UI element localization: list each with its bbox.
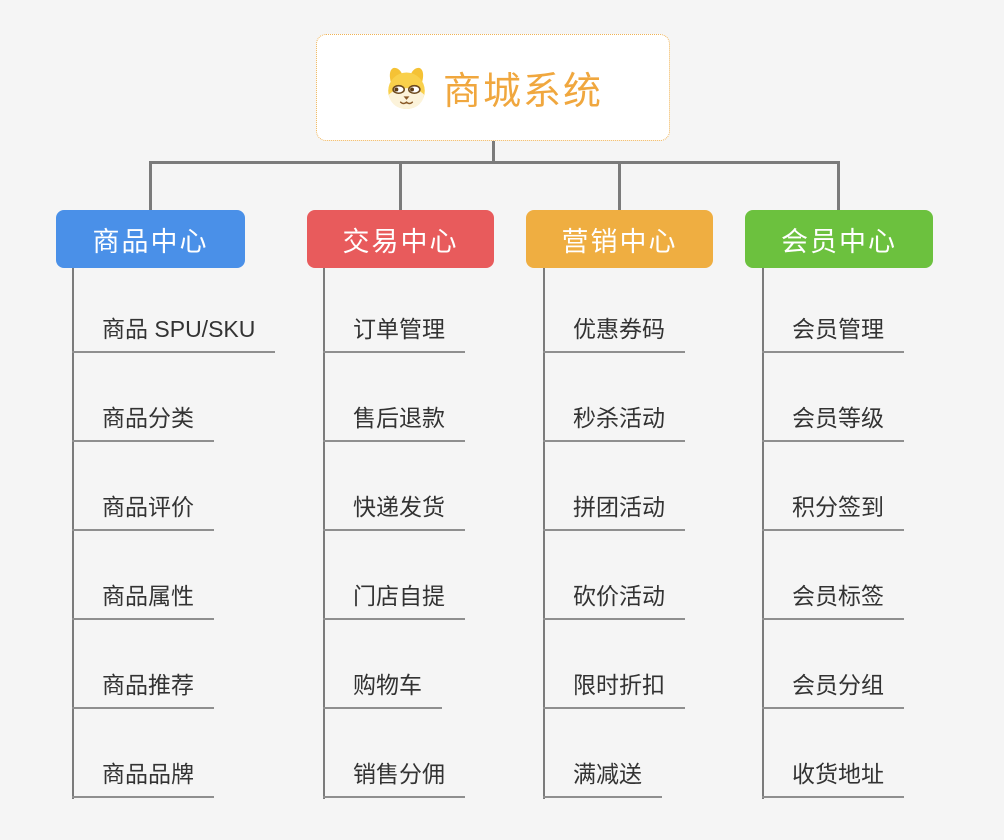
mindmap-leaf[interactable]: 商品分类	[72, 404, 214, 442]
branch-spine	[543, 267, 545, 799]
branch-label: 交易中心	[342, 226, 459, 257]
branch-label: 会员中心	[781, 226, 897, 257]
branch-label: 商品中心	[92, 226, 209, 257]
branch-trade-center[interactable]: 交易中心	[307, 210, 494, 268]
mindmap-leaf[interactable]: 商品推荐	[72, 671, 214, 709]
connector-line	[492, 141, 495, 163]
mindmap-leaf[interactable]: 会员管理	[762, 315, 904, 353]
mindmap-leaf[interactable]: 购物车	[323, 671, 442, 709]
dog-face-icon	[383, 64, 430, 111]
mindmap-leaf[interactable]: 限时折扣	[543, 671, 685, 709]
mindmap-leaf[interactable]: 优惠券码	[543, 315, 685, 353]
connector-line	[837, 161, 840, 212]
mindmap-leaf[interactable]: 商品属性	[72, 582, 214, 620]
branch-spine	[762, 267, 764, 799]
mindmap-leaf[interactable]: 商品品牌	[72, 760, 214, 798]
branch-label: 营销中心	[561, 226, 678, 257]
branch-member-center[interactable]: 会员中心	[745, 210, 933, 268]
mindmap-leaf[interactable]: 快递发货	[323, 493, 465, 531]
mindmap-leaf[interactable]: 收货地址	[762, 760, 904, 798]
mindmap-leaf[interactable]: 会员分组	[762, 671, 904, 709]
branch-spine	[323, 267, 325, 799]
branch-marketing-center[interactable]: 营销中心	[526, 210, 713, 268]
connector-line	[149, 161, 152, 212]
mindmap-leaf[interactable]: 会员标签	[762, 582, 904, 620]
mindmap-leaf[interactable]: 会员等级	[762, 404, 904, 442]
branch-spine	[72, 267, 74, 799]
connector-line	[399, 161, 402, 212]
mindmap-leaf[interactable]: 商品评价	[72, 493, 214, 531]
mindmap-leaf[interactable]: 门店自提	[323, 582, 465, 620]
root-title: 商城系统	[442, 71, 603, 113]
mindmap-leaf[interactable]: 售后退款	[323, 404, 465, 442]
connector-line	[618, 161, 621, 212]
connector-line	[149, 161, 840, 164]
root-node[interactable]: 商城系统	[316, 34, 670, 141]
mindmap-leaf[interactable]: 满减送	[543, 760, 662, 798]
mindmap-leaf[interactable]: 拼团活动	[543, 493, 685, 531]
branch-product-center[interactable]: 商品中心	[56, 210, 245, 268]
mindmap-leaf[interactable]: 销售分佣	[323, 760, 465, 798]
mindmap-leaf[interactable]: 商品 SPU/SKU	[72, 315, 276, 353]
mindmap-leaf[interactable]: 订单管理	[323, 315, 465, 353]
mindmap-leaf[interactable]: 积分签到	[762, 493, 904, 531]
mindmap-leaf[interactable]: 秒杀活动	[543, 404, 685, 442]
mindmap-leaf[interactable]: 砍价活动	[543, 582, 685, 620]
